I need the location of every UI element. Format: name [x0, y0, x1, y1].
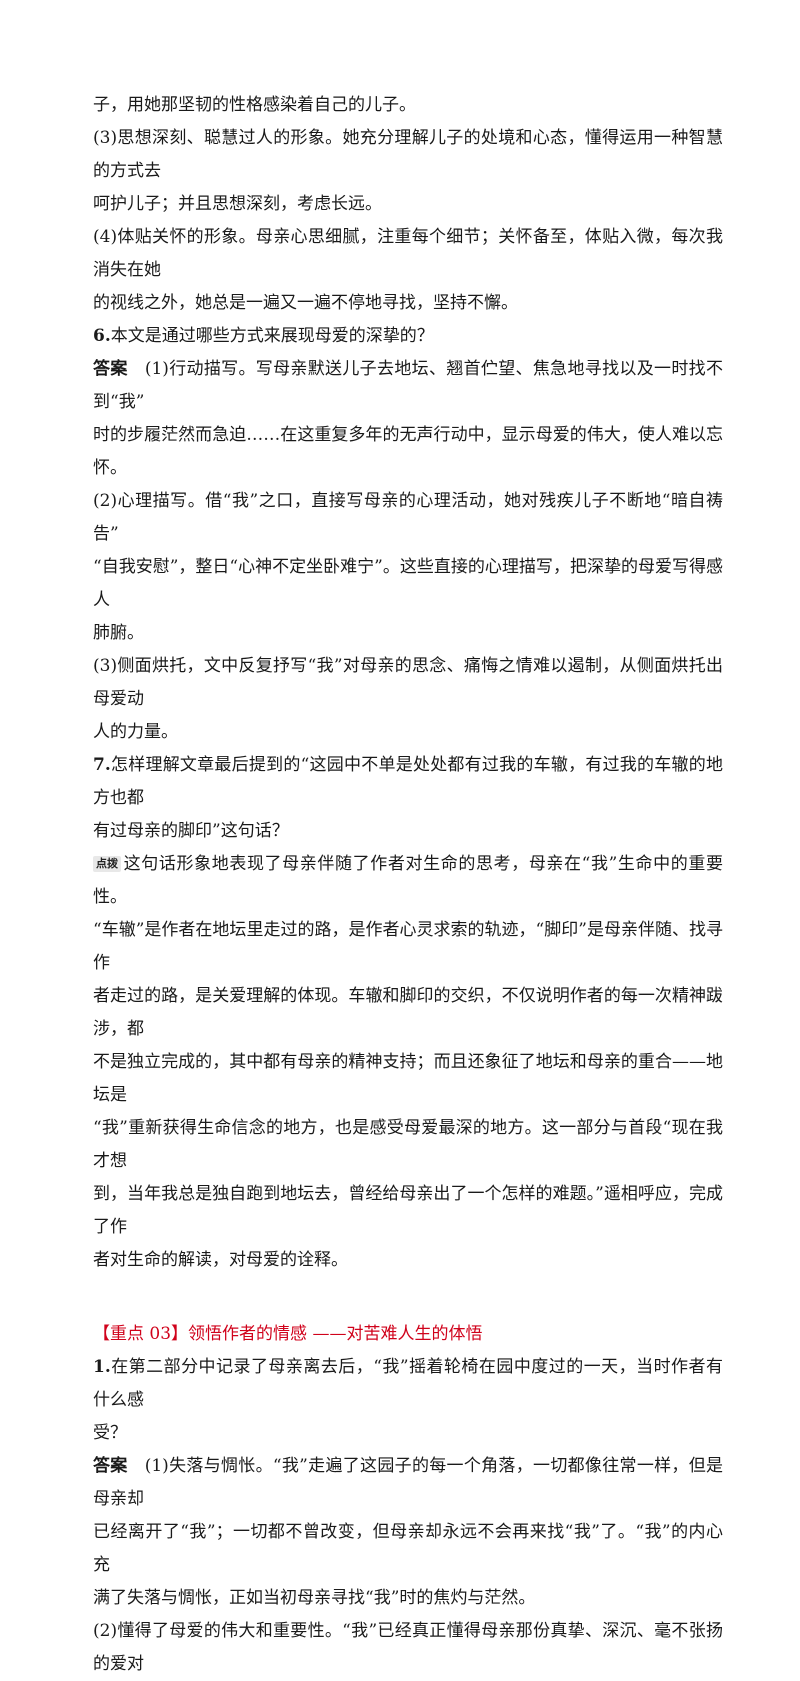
text-line: 子，用她那坚韧的性格感染着自己的儿子。: [93, 95, 416, 115]
spacer: [93, 1277, 723, 1310]
question-7: 7.怎样理解文章最后提到的“这园中不单是处处都有过我的车辙，有过我的车辙的地方也…: [93, 749, 723, 815]
answer-line: (2)懂得了母爱的伟大和重要性。“我”已经真正懂得母亲那份真挚、深沉、毫不张扬的…: [93, 1621, 723, 1674]
question-text: 受？: [93, 1423, 127, 1443]
tip-line: 者走过的路，是关爱理解的体现。车辙和脚印的交织，不仅说明作者的每一次精神跋涉，都: [93, 986, 723, 1039]
question-number: 7.: [93, 755, 111, 775]
question-6: 6.本文是通过哪些方式来展现母爱的深挚的？: [93, 320, 723, 353]
text-line: (4)体贴关怀的形象。母亲心思细腻，注重每个细节；关怀备至，体贴入微，每次我消失…: [93, 227, 723, 280]
tip-line: 者对生命的解读，对母爱的诠释。: [93, 1250, 348, 1270]
document-page: 子，用她那坚韧的性格感染着自己的儿子。 (3)思想深刻、聪慧过人的形象。她充分理…: [93, 95, 723, 1674]
answer-line: 答案 (1)失落与惆怅。“我”走遍了这园子的每一个角落，一切都像往常一样，但是母…: [93, 1450, 723, 1516]
answer-label: 答案: [93, 359, 128, 379]
question-number: 1.: [93, 1357, 111, 1377]
answer-line: 肺腑。: [93, 623, 144, 643]
answer-line: (3)侧面烘托，文中反复抒写“我”对母亲的思念、痛悔之情难以遏制，从侧面烘托出母…: [93, 656, 723, 709]
question-text: 在第二部分中记录了母亲离去后，“我”摇着轮椅在园中度过的一天，当时作者有什么感: [93, 1357, 723, 1410]
answer-label: 答案: [93, 1456, 128, 1476]
text-line: 的视线之外，她总是一遍又一遍不停地寻找，坚持不懈。: [93, 293, 518, 313]
answer-line: 答案 (1)行动描写。写母亲默送儿子去地坛、翘首伫望、焦急地寻找以及一时找不到“…: [93, 353, 723, 419]
tip-badge: 点拨: [93, 856, 121, 872]
tip-text: 这句话形象地表现了母亲伴随了作者对生命的思考，母亲在“我”生命中的重要性。: [93, 854, 723, 907]
tip-line: 不是独立完成的，其中都有母亲的精神支持；而且还象征了地坛和母亲的重合——地坛是: [93, 1052, 723, 1105]
answer-line: (2)心理描写。借“我”之口，直接写母亲的心理活动，她对残疾儿子不断地“暗自祷告…: [93, 491, 723, 544]
section-heading: 【重点 03】领悟作者的情感 ——对苦难人生的体悟: [93, 1318, 723, 1351]
text-line: 呵护儿子；并且思想深刻，考虑长远。: [93, 194, 382, 214]
question-number: 6.: [93, 326, 111, 346]
question-text: 怎样理解文章最后提到的“这园中不单是处处都有过我的车辙，有过我的车辙的地方也都: [93, 755, 723, 808]
question-1: 1.在第二部分中记录了母亲离去后，“我”摇着轮椅在园中度过的一天，当时作者有什么…: [93, 1351, 723, 1417]
answer-line: “自我安慰”，整日“心神不定坐卧难宁”。这些直接的心理描写，把深挚的母爱写得感人: [93, 557, 723, 610]
tip-line: “车辙”是作者在地坛里走过的路，是作者心灵求索的轨迹，“脚印”是母亲伴随、找寻作: [93, 920, 723, 973]
answer-text: (1)行动描写。写母亲默送儿子去地坛、翘首伫望、焦急地寻找以及一时找不到“我”: [93, 359, 723, 412]
question-text: 本文是通过哪些方式来展现母爱的深挚的？: [110, 326, 434, 346]
answer-line: 满了失落与惆怅，正如当初母亲寻找“我”时的焦灼与茫然。: [93, 1588, 536, 1608]
document-body: 子，用她那坚韧的性格感染着自己的儿子。 (3)思想深刻、聪慧过人的形象。她充分理…: [93, 89, 723, 1681]
section-tag: 【重点 03】: [93, 1324, 189, 1344]
answer-line: 已经离开了“我”；一切都不曾改变，但母亲却永远不会再来找“我”了。“我”的内心充: [93, 1522, 723, 1575]
answer-line: 时的步履茫然而急迫……在这重复多年的无声行动中，显示母爱的伟大，使人难以忘怀。: [93, 425, 723, 478]
tip-line: 到，当年我总是独自跑到地坛去，曾经给母亲出了一个怎样的难题。”遥相呼应，完成了作: [93, 1184, 723, 1237]
section-title: 领悟作者的情感 ——对苦难人生的体悟: [188, 1324, 483, 1344]
question-text: 有过母亲的脚印”这句话？: [93, 821, 289, 841]
answer-text: (1)失落与惆怅。“我”走遍了这园子的每一个角落，一切都像往常一样，但是母亲却: [93, 1456, 724, 1509]
tip-line: “我”重新获得生命信念的地方，也是感受母爱最深的地方。这一部分与首段“现在我才想: [93, 1118, 723, 1171]
text-line: (3)思想深刻、聪慧过人的形象。她充分理解儿子的处境和心态，懂得运用一种智慧的方…: [93, 128, 723, 181]
answer-line: 人的力量。: [93, 722, 178, 742]
tip-line: 点拨这句话形象地表现了母亲伴随了作者对生命的思考，母亲在“我”生命中的重要性。: [93, 848, 723, 914]
